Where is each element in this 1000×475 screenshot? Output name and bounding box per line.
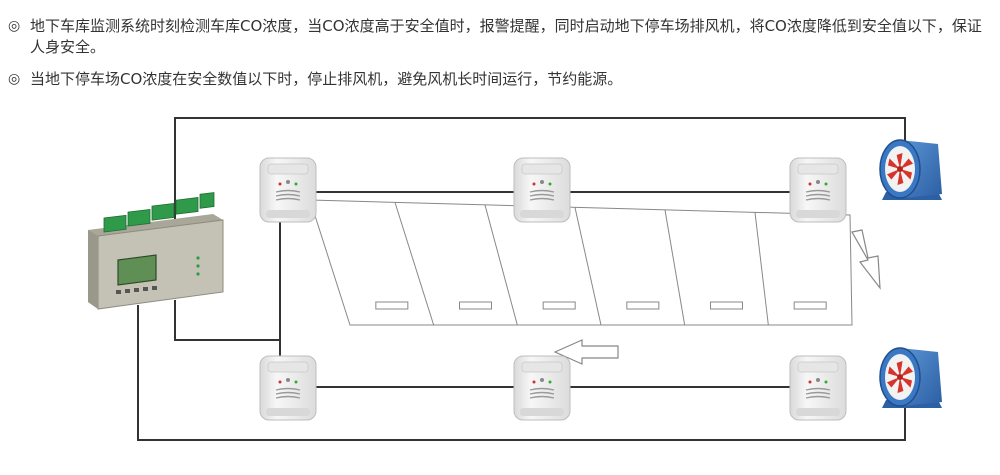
parking-marker <box>626 301 660 310</box>
bullet-mark: ◎ <box>8 71 21 87</box>
parking-marker <box>542 301 576 310</box>
parking-marker <box>375 301 409 310</box>
wire-controller-to-detectors <box>174 222 281 358</box>
description-text: 当地下停车场CO浓度在安全数值以下时，停止排风机，避免风机长时间运行，节约能源。 <box>30 70 623 88</box>
parking-marker <box>793 301 827 310</box>
detector-bottom-left-co-detector-icon <box>259 355 317 421</box>
parking-area <box>309 199 853 326</box>
detector-top-left-co-detector-icon <box>259 157 317 223</box>
fan-top-exhaust-fan-icon <box>879 139 942 200</box>
detector-bottom-middle-co-detector-icon <box>513 355 571 421</box>
parking-divider <box>394 202 435 326</box>
parking-outline <box>309 199 853 326</box>
detector-top-middle-co-detector-icon <box>513 157 571 223</box>
arrow-down-icon <box>851 229 881 290</box>
controller-module-icon <box>88 192 224 310</box>
fan-bottom-exhaust-fan-icon <box>879 347 942 408</box>
detector-bottom-right-co-detector-icon <box>789 355 847 421</box>
airflow-arrows <box>553 229 881 365</box>
parking-marker <box>710 301 743 310</box>
wiring <box>137 117 906 441</box>
parking-divider <box>754 212 769 326</box>
parking-marker <box>459 301 492 310</box>
wire-bottom-loop <box>137 305 906 441</box>
detector-top-right-co-detector-icon <box>789 157 847 223</box>
bullet-mark: ◎ <box>8 18 21 34</box>
arrow-left-icon <box>553 339 619 365</box>
parking-divider <box>664 209 686 326</box>
description-text: 地下车库监测系统时刻检测车库CO浓度，当CO浓度高于安全值时，报警提醒，同时启动… <box>30 17 982 56</box>
parking-divider <box>484 204 518 326</box>
parking-divider <box>574 207 602 326</box>
description-item: ◎ 当地下停车场CO浓度在安全数值以下时，停止排风机，避免风机长时间运行，节约能… <box>8 69 992 90</box>
description-item: ◎ 地下车库监测系统时刻检测车库CO浓度，当CO浓度高于安全值时，报警提醒，同时… <box>8 16 992 58</box>
wire-top-loop <box>174 117 906 222</box>
description-list: ◎ 地下车库监测系统时刻检测车库CO浓度，当CO浓度高于安全值时，报警提醒，同时… <box>8 16 992 101</box>
